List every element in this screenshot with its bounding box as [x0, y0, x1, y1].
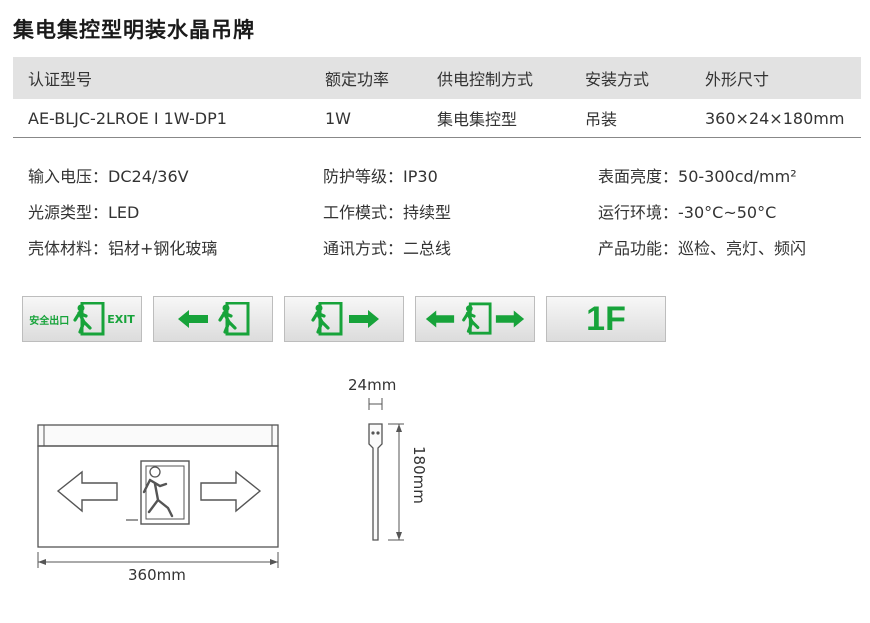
exit-cn-label: 安全出口: [29, 315, 70, 327]
property-protection: 防护等级：IP30: [323, 163, 438, 187]
property-voltage: 输入电压：DC24/36V: [28, 163, 189, 187]
sign-left-arrow: [153, 296, 273, 342]
cell-power: 1W: [310, 99, 422, 138]
floor-label: 1F: [586, 299, 626, 338]
property-value: DC24/36V: [108, 167, 189, 186]
cell-size: 360×24×180mm: [690, 99, 861, 138]
header-size: 外形尺寸: [690, 57, 861, 99]
property-value: IP30: [403, 167, 438, 186]
property-value: 50-300cd/mm²: [678, 167, 797, 186]
property-material: 壳体材料：铝材+钢化玻璃: [28, 235, 217, 259]
properties-row: 壳体材料：铝材+钢化玻璃 通讯方式：二总线 产品功能：巡检、亮灯、频闪: [28, 235, 868, 271]
running-man-icon: [462, 302, 492, 335]
page-title: 集电集控型明装水晶吊牌: [13, 18, 255, 42]
property-label: 壳体材料：: [28, 239, 109, 258]
property-value: 持续型: [403, 203, 452, 222]
property-work-mode: 工作模式：持续型: [323, 199, 451, 223]
property-value: 铝材+钢化玻璃: [108, 239, 218, 258]
cell-model: AE-BLJC-2LROE I 1W-DP1: [13, 99, 310, 138]
property-label: 表面亮度：: [598, 167, 679, 186]
property-light-source: 光源类型：LED: [28, 199, 139, 223]
property-function: 产品功能：巡检、亮灯、频闪: [598, 235, 806, 259]
header-power: 额定功率: [310, 57, 422, 99]
property-label: 运行环境：: [598, 203, 679, 222]
arrow-right-icon: [495, 310, 525, 328]
arrow-right-icon: [349, 310, 379, 328]
arrow-left-icon: [178, 310, 208, 328]
running-man-icon: [311, 302, 343, 336]
property-label: 通讯方式：: [323, 239, 404, 258]
property-value: LED: [108, 203, 140, 222]
properties-list: 输入电压：DC24/36V 防护等级：IP30 表面亮度：50-300cd/mm…: [28, 163, 868, 271]
property-brightness: 表面亮度：50-300cd/mm²: [598, 163, 797, 187]
property-communication: 通讯方式：二总线: [323, 235, 451, 259]
property-value: 巡检、亮灯、频闪: [678, 239, 807, 258]
exit-en-label: EXIT: [107, 312, 135, 326]
sign-exit: 安全出口 EXIT: [22, 296, 142, 342]
running-man-icon: [218, 302, 250, 336]
property-label: 输入电压：: [28, 167, 109, 186]
sign-floor: 1F: [546, 296, 666, 342]
arrow-left-icon: [425, 310, 455, 328]
depth-dimension-label: 24mm: [348, 376, 397, 394]
running-man-icon: [73, 302, 105, 336]
header-model: 认证型号: [13, 57, 310, 99]
cell-control: 集电集控型: [422, 99, 570, 138]
width-dimension-label: 360mm: [128, 566, 186, 584]
header-install: 安装方式: [570, 57, 690, 99]
sign-both-arrows: [415, 296, 535, 342]
spec-table: 认证型号 额定功率 供电控制方式 安装方式 外形尺寸 AE-BLJC-2LROE…: [13, 57, 861, 138]
property-value: -30°C~50°C: [678, 203, 777, 222]
property-label: 工作模式：: [323, 203, 404, 222]
properties-row: 输入电压：DC24/36V 防护等级：IP30 表面亮度：50-300cd/mm…: [28, 163, 868, 199]
properties-row: 光源类型：LED 工作模式：持续型 运行环境：-30°C~50°C: [28, 199, 868, 235]
height-dimension-label: 180mm: [410, 446, 428, 504]
header-control: 供电控制方式: [422, 57, 570, 99]
cell-install: 吊装: [570, 99, 690, 138]
sign-right-arrow: [284, 296, 404, 342]
property-label: 光源类型：: [28, 203, 109, 222]
property-environment: 运行环境：-30°C~50°C: [598, 199, 776, 223]
property-label: 防护等级：: [323, 167, 404, 186]
property-value: 二总线: [403, 239, 452, 258]
table-row: AE-BLJC-2LROE I 1W-DP1 1W 集电集控型 吊装 360×2…: [13, 99, 861, 138]
property-label: 产品功能：: [598, 239, 679, 258]
spec-table-header-row: 认证型号 额定功率 供电控制方式 安装方式 外形尺寸: [13, 57, 861, 99]
